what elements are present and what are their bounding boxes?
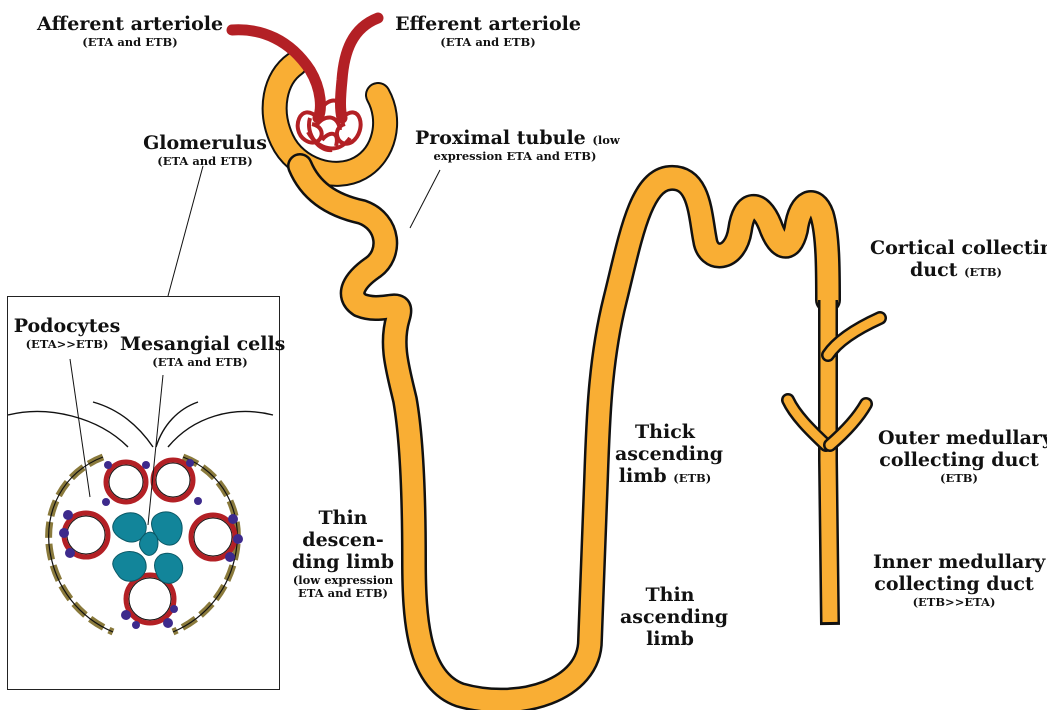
thick-line3: limb: [619, 465, 667, 487]
afferent-title: Afferent arteriole: [35, 14, 225, 36]
thin-desc-line1: Thin: [288, 508, 398, 530]
inner-sub: (ETB>>ETA): [873, 596, 1035, 609]
efferent-title: Efferent arteriole: [393, 14, 583, 36]
label-glomerulus: Glomerulus (ETA and ETB): [135, 133, 275, 168]
label-podocytes: Podocytes (ETA>>ETB): [12, 316, 122, 351]
label-inner-medullary: Inner medullary collecting duct (ETB>>ET…: [873, 552, 1035, 609]
outer-line1: Outer medullary: [878, 428, 1040, 450]
label-thin-ascending: Thin ascending limb: [620, 585, 720, 651]
outer-line2: collecting duct: [878, 450, 1040, 472]
cortical-line1: Cortical collecting: [870, 238, 1042, 260]
outer-sub: (ETB): [878, 472, 1040, 485]
leader-mesangial: [148, 375, 163, 525]
label-proximal-tubule: Proximal tubule (low expression ETA and …: [415, 128, 615, 163]
thick-line1: Thick: [615, 422, 715, 444]
thin-desc-sub1: (low expression: [288, 574, 398, 587]
glomerulus-sub: (ETA and ETB): [135, 155, 275, 168]
proximal-title: Proximal tubule: [415, 127, 586, 149]
thin-desc-line3: ding limb: [288, 552, 398, 574]
label-thick-ascending: Thick ascending limb (ETB): [615, 422, 715, 488]
thin-desc-sub2: ETA and ETB): [288, 587, 398, 600]
label-cortical-collecting-duct: Cortical collecting duct (ETB): [870, 238, 1042, 282]
label-efferent-arteriole: Efferent arteriole (ETA and ETB): [393, 14, 583, 49]
label-mesangial-cells: Mesangial cells (ETA and ETB): [120, 334, 280, 369]
mesangial-title: Mesangial cells: [120, 334, 280, 356]
label-thin-descending: Thin descen- ding limb (low expression E…: [288, 508, 398, 600]
mesangial-sub: (ETA and ETB): [120, 356, 280, 369]
efferent-sub: (ETA and ETB): [393, 36, 583, 49]
podocytes-title: Podocytes: [12, 316, 122, 338]
label-afferent-arteriole: Afferent arteriole (ETA and ETB): [35, 14, 225, 49]
glomerulus-title: Glomerulus: [135, 133, 275, 155]
thin-desc-line2: descen-: [288, 530, 398, 552]
cortical-sub: (ETB): [964, 265, 1002, 279]
thin-asc-line2: ascending: [620, 607, 720, 629]
glomerular-tuft: [298, 101, 361, 151]
podocytes-sub: (ETA>>ETB): [12, 338, 122, 351]
thin-asc-line1: Thin: [620, 585, 720, 607]
thick-line2: ascending: [615, 444, 715, 466]
label-outer-medullary: Outer medullary collecting duct (ETB): [878, 428, 1040, 485]
inner-line2: collecting duct: [873, 574, 1035, 596]
proximal-note: (low: [592, 133, 619, 147]
leader-glomerulus: [168, 166, 203, 296]
thick-sub: (ETB): [673, 471, 711, 485]
proximal-sub: expression ETA and ETB): [415, 150, 615, 163]
thin-asc-line3: limb: [620, 629, 720, 651]
inner-line1: Inner medullary: [873, 552, 1035, 574]
cortical-line2: duct: [910, 259, 957, 281]
leader-proximal: [410, 170, 440, 228]
afferent-sub: (ETA and ETB): [35, 36, 225, 49]
